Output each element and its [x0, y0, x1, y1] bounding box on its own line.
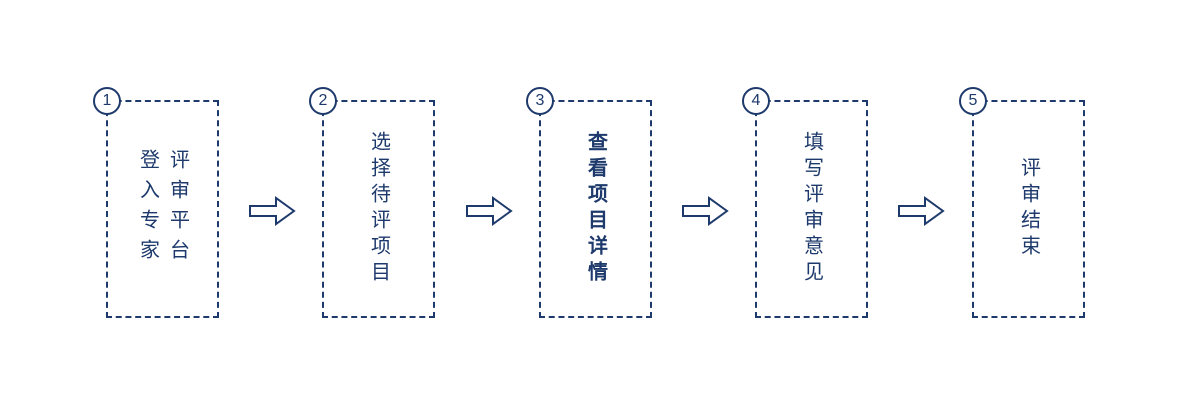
- step-5-number-badge: 5: [959, 87, 987, 115]
- step-box-1: 1 登入专家 评审平台: [93, 87, 219, 318]
- step-1-label: 登入专家 评审平台: [133, 149, 193, 269]
- step-2-label: 选择待评项目: [364, 131, 394, 287]
- step-1-number: 1: [102, 92, 112, 109]
- flow-arrow-icon: [248, 196, 296, 226]
- step-box-2: 2 选择待评项目: [309, 87, 435, 318]
- flow-arrow-icon: [681, 196, 729, 226]
- step-box-5: 5 评审结束: [959, 87, 1085, 318]
- step-4-number-badge: 4: [742, 87, 770, 115]
- flow-arrow-icon: [897, 196, 945, 226]
- step-1-label-column-1: 登入专家: [136, 149, 159, 269]
- step-5-label-column-1: 评审结束: [1017, 157, 1040, 261]
- step-3-label: 查看项目详情: [581, 131, 611, 287]
- step-1-number-badge: 1: [93, 87, 121, 115]
- flow-arrow-icon: [465, 196, 513, 226]
- step-2-label-column-1: 选择待评项目: [367, 131, 390, 287]
- step-box-3: 3 查看项目详情: [526, 87, 652, 318]
- step-5-label: 评审结束: [1014, 157, 1044, 261]
- step-3-label-column-1: 查看项目详情: [584, 131, 607, 287]
- step-5-number: 5: [968, 92, 978, 109]
- step-4-number: 4: [751, 92, 761, 109]
- step-box-4: 4 填写评审意见: [742, 87, 868, 318]
- step-3-number: 3: [535, 92, 545, 109]
- step-2-number: 2: [318, 92, 328, 109]
- step-1-label-column-2: 评审平台: [166, 149, 189, 269]
- step-2-number-badge: 2: [309, 87, 337, 115]
- step-4-label-column-1: 填写评审意见: [800, 131, 823, 287]
- step-3-number-badge: 3: [526, 87, 554, 115]
- step-4-label: 填写评审意见: [797, 131, 827, 287]
